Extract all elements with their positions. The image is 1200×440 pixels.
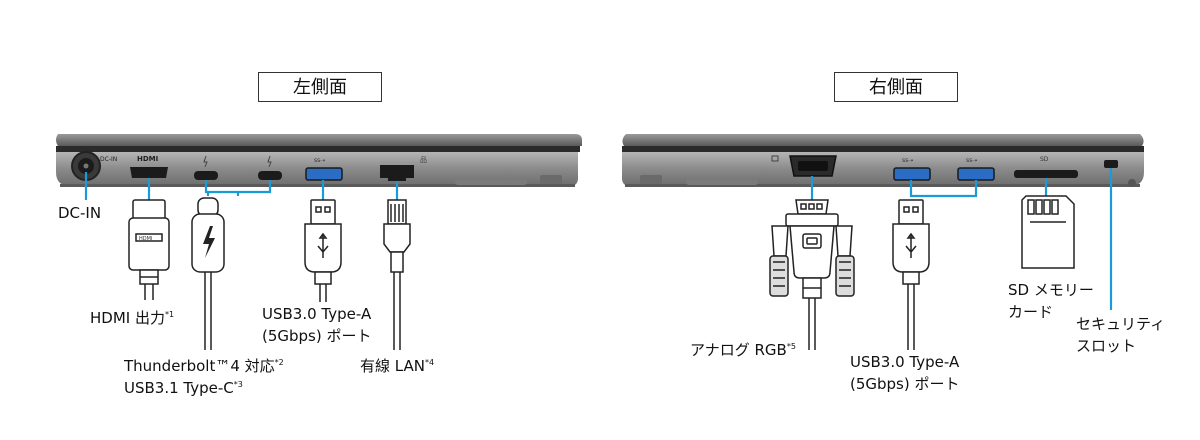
svg-text:品: 品 [420,156,427,164]
usb-a-right-label-line2: (5Gbps) ポート [850,375,960,393]
svg-text:HDMI: HDMI [139,236,152,242]
hdmi-label: HDMI 出力*1 [90,309,175,327]
svg-text:ss⇢: ss⇢ [314,157,325,164]
lan-connector-drawing [383,199,411,350]
usb-a-left-label-line1: USB3.0 Type-A [262,305,372,323]
vga-connector-drawing [769,199,855,350]
hdmi-port [130,167,168,178]
sd-card-drawing [1021,195,1075,269]
lan-note: *4 [424,358,435,367]
usb-a-connector-left-drawing [304,199,342,302]
right-side-title: 右側面 [834,72,958,102]
security-slot-label-line1: セキュリティ [1076,315,1166,333]
lan-label: 有線 LAN*4 [360,357,435,375]
usb-c-ports [194,155,282,180]
sd-card-slot: SD [1014,156,1078,178]
dc-in-port-label: DC-IN [100,156,117,163]
sd-card-label-line1: SD メモリー [1008,281,1094,299]
dc-in-label: DC-IN [58,204,102,222]
left-side-title: 左側面 [258,72,382,102]
lan-port: 品 [380,156,427,181]
usb-c-label: USB3.1 Type-C*3 [124,379,243,397]
thunderbolt-note: *2 [274,358,284,367]
hdmi-note: *1 [164,310,175,319]
hdmi-connector-drawing: HDMI [128,199,170,300]
usb-c-note: *3 [233,380,243,389]
usb-a-ports-right: ss⇢ ss⇢ [893,157,995,181]
usb-a-connector-right-drawing [892,199,930,350]
usb-a-left-label-line2: (5Gbps) ポート [262,327,372,345]
usb-a-right-label-line1: USB3.0 Type-A [850,353,960,371]
vga-port [771,155,837,177]
svg-text:SD: SD [1040,156,1049,163]
thunderbolt-connector-drawing [191,197,225,350]
thunderbolt-label: Thunderbolt™4 対応*2 [124,357,284,375]
hdmi-port-label: HDMI [137,155,158,163]
svg-text:ss⇢: ss⇢ [902,157,913,164]
sd-card-label-line2: カード [1008,303,1054,321]
leader-lines [84,168,1113,310]
security-slot [1104,160,1118,168]
svg-text:ss⇢: ss⇢ [966,157,977,164]
analog-rgb-label: アナログ RGB*5 [690,341,796,359]
analog-rgb-note: *5 [786,342,796,351]
right-laptop-body [622,134,1144,187]
security-slot-label-line2: スロット [1076,337,1137,355]
